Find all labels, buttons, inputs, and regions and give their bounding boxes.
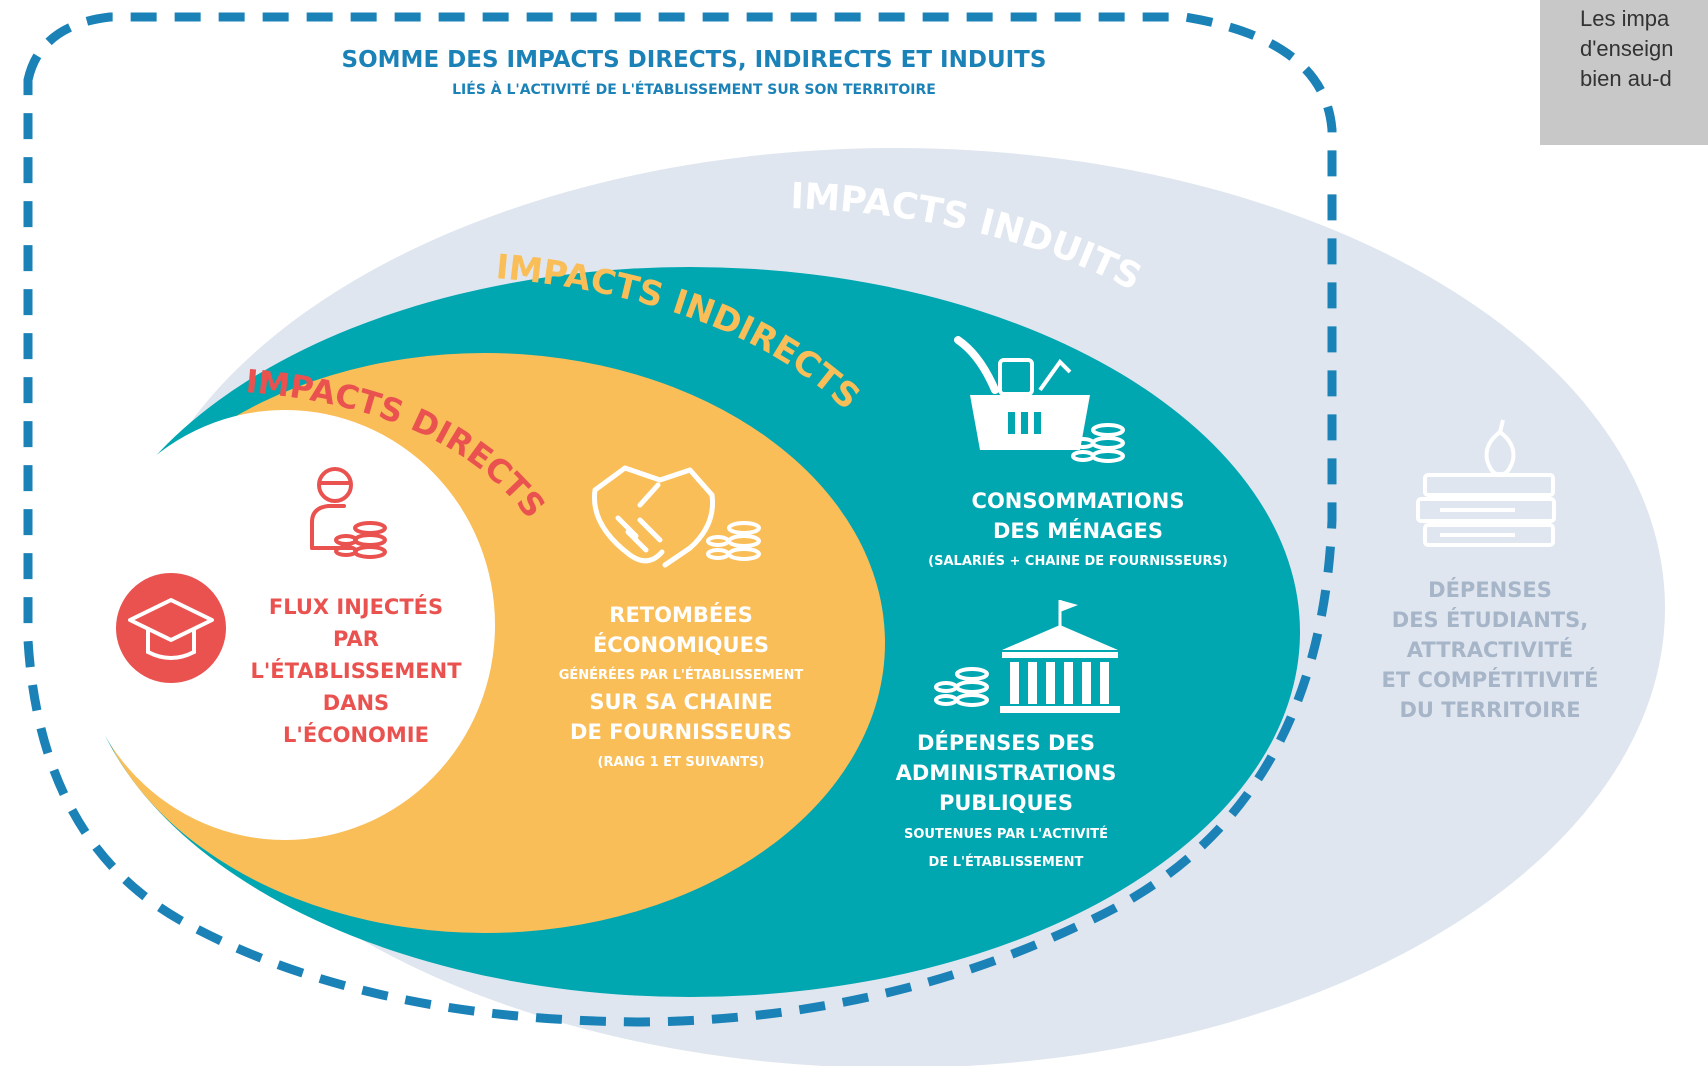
catalyst-line-1: DÉPENSES — [1428, 577, 1552, 602]
header-subtitle: LIÉS À L'ACTIVITÉ DE L'ÉTABLISSEMENT SUR… — [452, 81, 936, 98]
side-note-line-2: d'enseign — [1580, 36, 1674, 61]
indirect-line-4: DE FOURNISSEURS — [570, 720, 792, 744]
direct-line-1: FLUX INJECTÉS — [269, 594, 443, 619]
indirect-line-3: SUR SA CHAINE — [589, 690, 772, 714]
public-small-2: DE L'ÉTABLISSEMENT — [929, 854, 1084, 870]
direct-circle — [75, 410, 495, 840]
catalyst-line-3: ATTRACTIVITÉ — [1407, 637, 1573, 662]
public-line-2: ADMINISTRATIONS — [896, 761, 1117, 785]
direct-line-2: PAR — [333, 627, 379, 651]
catalyst-line-4: ET COMPÉTITIVITÉ — [1382, 667, 1599, 692]
graduation-cap-icon — [116, 573, 226, 683]
catalyst-line-5: DU TERRITOIRE — [1399, 698, 1580, 722]
indirect-line-2: ÉCONOMIQUES — [593, 632, 769, 657]
public-line-3: PUBLIQUES — [939, 791, 1073, 815]
person-coins-icon — [310, 467, 387, 559]
direct-line-4: DANS — [323, 691, 389, 715]
households-small: (SALARIÉS + CHAINE DE FOURNISSEURS) — [928, 553, 1228, 569]
side-note-box: Les impa d'enseign bien au-d — [1540, 0, 1708, 145]
households-line-2: DES MÉNAGES — [993, 518, 1163, 543]
indirect-line-1: RETOMBÉES — [609, 602, 752, 627]
handshake-icon — [591, 465, 716, 568]
direct-line-3: L'ÉTABLISSEMENT — [250, 658, 462, 683]
coins-icon — [934, 667, 989, 707]
header-title: SOMME DES IMPACTS DIRECTS, INDIRECTS ET … — [342, 47, 1047, 73]
coins-icon — [1071, 423, 1125, 463]
side-note-line-3: bien au-d — [1580, 66, 1672, 91]
public-small-1: SOUTENUES PAR L'ACTIVITÉ — [904, 826, 1108, 842]
direct-line-5: L'ÉCONOMIE — [283, 722, 429, 747]
indirect-small-1: GÉNÉRÉES PAR L'ÉTABLISSEMENT — [559, 667, 804, 683]
catalyst-line-2: DES ÉTUDIANTS, — [1392, 607, 1588, 632]
shopping-basket-icon — [954, 336, 1090, 450]
indirect-small-2: (RANG 1 ET SUIVANTS) — [598, 755, 765, 770]
summation-dashed-border — [23, 12, 1337, 1027]
side-note-line-1: Les impa — [1580, 6, 1670, 31]
public-line-1: DÉPENSES DES — [917, 730, 1095, 755]
households-line-1: CONSOMMATIONS — [972, 489, 1185, 513]
books-apple-icon — [1416, 419, 1556, 547]
coins-icon — [706, 521, 761, 561]
government-building-icon — [1000, 600, 1120, 713]
